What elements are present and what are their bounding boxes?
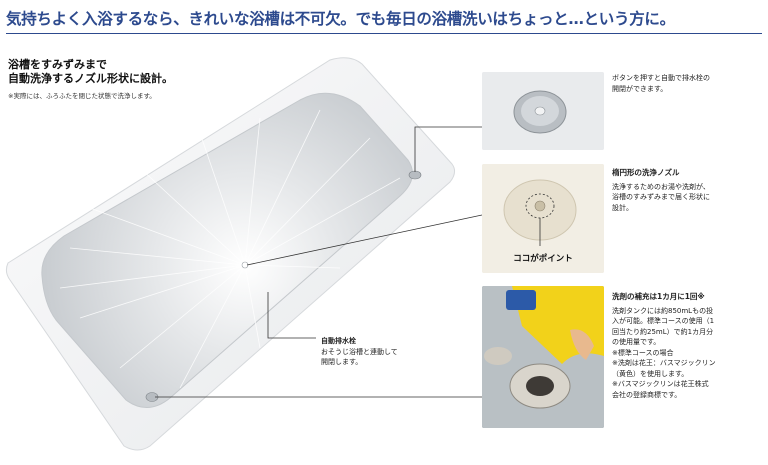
- bathtub-illustration: [5, 57, 456, 451]
- detail-nozzle: 楕円形の洗浄ノズル 洗浄するためのお湯や洗剤が、 浴槽のすみずみまで届く形状に …: [612, 168, 758, 213]
- detail-line: ※標準コースの場合: [612, 348, 674, 357]
- button-marker: [408, 170, 422, 180]
- drain-title: 自動排水栓: [321, 337, 356, 345]
- detail-title: 楕円形の洗浄ノズル: [612, 168, 680, 177]
- drain-line: おそうじ浴槽と連動して: [321, 348, 398, 356]
- detail-line: 洗剤タンクには約850mLもの投: [612, 306, 714, 315]
- detail-line: 設計。: [612, 203, 633, 212]
- detail-line: 回当たり約25mL）で約1カ月分: [612, 327, 714, 336]
- detail-drain-button: ボタンを押すと自動で排水栓の 開閉ができます。: [612, 73, 758, 94]
- nozzle-marker: [241, 261, 249, 269]
- nozzle-point-label: ココがポイント: [513, 254, 573, 264]
- headline-rule: [6, 33, 762, 34]
- detail-line: 洗浄するためのお湯や洗剤が、: [612, 182, 710, 191]
- detail-title: 洗剤の補充は1カ月に1回※: [612, 292, 705, 301]
- photo-drain-button: [482, 72, 604, 150]
- intro-note: ※実際には、ふろふたを閉じた状態で洗浄します。: [8, 92, 156, 100]
- drain-callout: 自動排水栓 おそうじ浴槽と連動して 開閉します。: [321, 336, 451, 367]
- detail-line: 会社の登録商標です。: [612, 390, 682, 399]
- detail-line: 浴槽のすみずみまで届く形状に: [612, 193, 710, 201]
- detail-line: ※洗剤は花王：バスマジックリン: [612, 359, 716, 367]
- detail-detergent: 洗剤の補充は1カ月に1回※ 洗剤タンクには約850mLもの投 入が可能。標準コー…: [612, 292, 758, 400]
- detail-line: 入が可能。標準コースの使用（1: [612, 317, 715, 325]
- photo-nozzle: ココがポイント: [482, 164, 604, 273]
- photo-detergent: [482, 286, 604, 428]
- detail-line: ※バスマジックリンは花王株式: [612, 380, 709, 388]
- headline: 気持ちよく入浴するなら、きれいな浴槽は不可欠。でも毎日の浴槽洗いはちょっと…とい…: [6, 10, 675, 28]
- detail-line: 開閉ができます。: [612, 84, 668, 93]
- detail-line: （黄色）を使用します。: [612, 369, 689, 378]
- drain-line: 開閉します。: [321, 358, 363, 366]
- intro-title-line2: 自動洗浄するノズル形状に設計。: [8, 72, 173, 85]
- detail-line: ボタンを押すと自動で排水栓の: [612, 74, 710, 82]
- drain-marker: [145, 392, 159, 402]
- intro-title-line1: 浴槽をすみずみまで: [8, 58, 107, 71]
- intro-block: 浴槽をすみずみまで 自動洗浄するノズル形状に設計。 ※実際には、ふろふたを閉じた…: [8, 58, 248, 100]
- detail-line: の使用量です。: [612, 338, 661, 346]
